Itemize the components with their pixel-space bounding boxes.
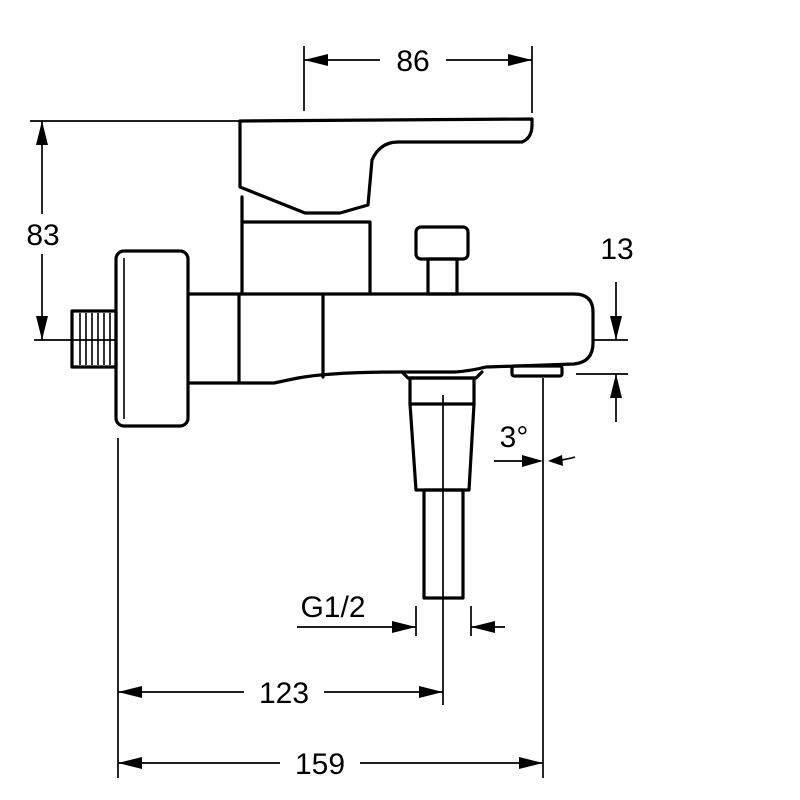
dimension-g12: G1/2 bbox=[297, 591, 505, 633]
dimension-label-86: 86 bbox=[396, 45, 429, 78]
threaded-inlet bbox=[70, 309, 118, 369]
shower-outlet bbox=[400, 370, 484, 600]
dimension-83: 83 bbox=[20, 121, 66, 340]
dimension-13: 13 bbox=[600, 233, 634, 422]
extension-lines bbox=[30, 46, 628, 778]
spout-body bbox=[186, 292, 595, 385]
dimension-label-13: 13 bbox=[600, 233, 633, 266]
dimension-label-123: 123 bbox=[259, 677, 309, 710]
wall-rosette bbox=[114, 249, 190, 428]
aerator bbox=[510, 364, 564, 378]
dimension-3-degree: 3° bbox=[494, 421, 576, 467]
dimension-label-159: 159 bbox=[295, 748, 345, 781]
dimension-123: 123 bbox=[118, 677, 443, 710]
dimension-label-g12: G1/2 bbox=[300, 591, 365, 624]
dimension-159: 159 bbox=[118, 748, 543, 781]
diverter-knob bbox=[414, 225, 470, 296]
dimension-86: 86 bbox=[304, 45, 532, 78]
lever-handle bbox=[238, 117, 534, 215]
dimension-label-angle: 3° bbox=[500, 421, 529, 454]
faucet-outline bbox=[70, 117, 595, 600]
dimension-label-83: 83 bbox=[26, 219, 59, 252]
cartridge-housing bbox=[240, 195, 372, 296]
